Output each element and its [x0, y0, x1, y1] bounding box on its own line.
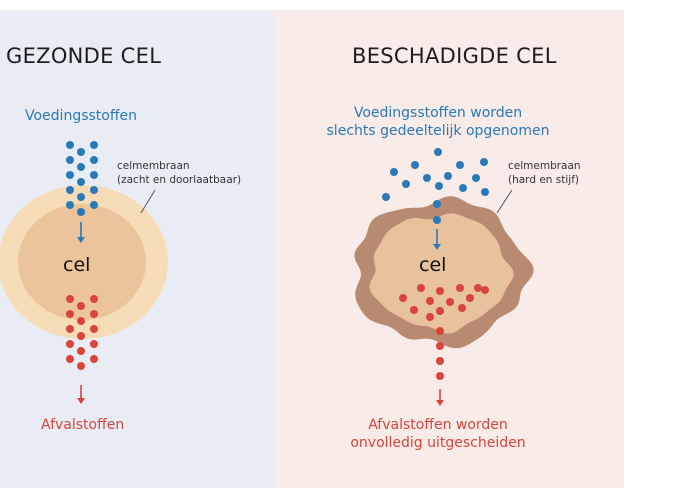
nutrient-dot [459, 184, 467, 192]
nutrient-dot [77, 178, 85, 186]
damaged-membrane-label: celmembraan (hard en stijf) [508, 159, 581, 187]
nutrient-dot [77, 193, 85, 201]
waste-dot [90, 340, 98, 348]
partial-nutrients-line1: Voedingsstoffen worden [353, 105, 523, 121]
waste-dot [436, 342, 444, 350]
waste-dot [426, 313, 434, 321]
healthy-cell-body [18, 204, 146, 320]
waste-arrow-down-icon [77, 385, 85, 404]
nutrient-dot [90, 201, 98, 209]
waste-dot [436, 357, 444, 365]
nutrient-dot [444, 172, 452, 180]
partial-nutrients-line2: slechts gedeeltelijk opgenomen [326, 123, 550, 139]
nutrient-dot [66, 171, 74, 179]
nutrient-dot [434, 148, 442, 156]
nutrient-dot [66, 156, 74, 164]
waste-arrow-down-icon [436, 389, 444, 406]
waste-dot [66, 295, 74, 303]
nutrient-dot [435, 182, 443, 190]
nutrient-dot [77, 208, 85, 216]
nutrient-dot [66, 186, 74, 194]
damaged-cell-body [369, 213, 514, 334]
waste-label: Afvalstoffen [41, 417, 125, 433]
waste-dot [456, 284, 464, 292]
incomplete-waste-line1: Afvalstoffen worden [368, 417, 508, 433]
waste-dot [399, 294, 407, 302]
waste-dot [474, 284, 482, 292]
waste-dot [90, 295, 98, 303]
nutrient-dot [472, 174, 480, 182]
waste-dot [90, 325, 98, 333]
waste-dot [436, 307, 444, 315]
nutrient-dot [433, 216, 441, 224]
waste-dot [426, 297, 434, 305]
healthy-cell-label: cel [63, 254, 91, 276]
nutrient-dot [90, 171, 98, 179]
nutrient-dot [90, 156, 98, 164]
waste-dot [66, 310, 74, 318]
damaged-cell-label: cel [419, 254, 447, 276]
waste-dot [446, 298, 454, 306]
nutrients-label: Voedingsstoffen [25, 108, 137, 124]
incomplete-waste-label: Afvalstoffen worden onvolledig uitgesche… [338, 416, 538, 452]
damaged-membrane-line1: celmembraan [508, 160, 581, 172]
waste-dot [66, 325, 74, 333]
arrow-head [77, 237, 85, 243]
nutrient-arrow-down-icon [77, 222, 85, 243]
waste-dot [410, 306, 418, 314]
healthy-membrane-line1: celmembraan [117, 160, 190, 172]
arrow-head [436, 400, 444, 406]
nutrient-dot [77, 163, 85, 171]
nutrient-dot [66, 141, 74, 149]
nutrient-dot [423, 174, 431, 182]
waste-dot [90, 355, 98, 363]
nutrient-dot [433, 200, 441, 208]
nutrient-dot [66, 201, 74, 209]
waste-dot [436, 372, 444, 380]
waste-dot [77, 332, 85, 340]
waste-dot [77, 317, 85, 325]
healthy-membrane-label: celmembraan (zacht en doorlaatbaar) [117, 159, 241, 187]
waste-dot [436, 287, 444, 295]
arrow-head [433, 244, 441, 250]
healthy-membrane-line2: (zacht en doorlaatbaar) [117, 174, 242, 186]
nutrient-dot [90, 141, 98, 149]
partial-nutrients-label: Voedingsstoffen worden slechts gedeeltel… [318, 104, 558, 140]
waste-dot [77, 302, 85, 310]
waste-dot [458, 304, 466, 312]
waste-dot [436, 327, 444, 335]
nutrient-dot [77, 148, 85, 156]
arrow-head [77, 398, 85, 404]
nutrient-dot [402, 180, 410, 188]
incomplete-waste-line2: onvolledig uitgescheiden [350, 435, 526, 451]
waste-dot [466, 294, 474, 302]
nutrient-dot [481, 188, 489, 196]
nutrient-dot [480, 158, 488, 166]
nutrient-dot [382, 193, 390, 201]
waste-dot [90, 310, 98, 318]
nutrient-dot [411, 161, 419, 169]
waste-dot [77, 362, 85, 370]
waste-dot [66, 340, 74, 348]
nutrient-dot [90, 186, 98, 194]
damaged-cell-title: BESCHADIGDE CEL [352, 44, 557, 68]
waste-dot [481, 286, 489, 294]
damaged-membrane-line2: (hard en stijf) [508, 174, 579, 186]
nutrient-dot [390, 168, 398, 176]
nutrient-arrow-down-icon [433, 229, 441, 250]
waste-dot [417, 284, 425, 292]
waste-dot [66, 355, 74, 363]
damaged-membrane-pointer [496, 189, 513, 214]
healthy-membrane-pointer [140, 189, 156, 214]
nutrient-dot [456, 161, 464, 169]
healthy-cell-title: GEZONDE CEL [6, 44, 162, 68]
waste-dot [77, 347, 85, 355]
